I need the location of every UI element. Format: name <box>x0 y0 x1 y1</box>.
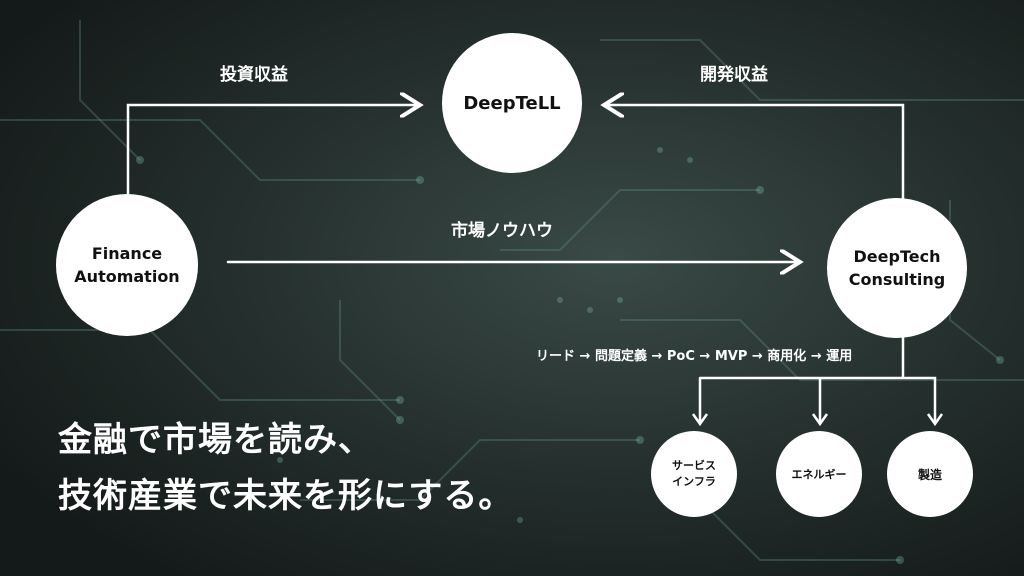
node-energy: エネルギー <box>776 431 862 517</box>
arrow-development <box>604 105 905 202</box>
node-energy-label: エネルギー <box>791 468 847 481</box>
node-service-line1: サービス <box>672 458 716 472</box>
node-service-infra: サービス インフラ <box>651 431 737 517</box>
tagline-line2: 技術産業で未来を形にする。 <box>58 476 514 516</box>
node-finance-line2: Automation <box>74 267 180 286</box>
branch-lines <box>698 336 937 424</box>
node-deeptell-label: DeepTeLL <box>463 92 561 114</box>
node-finance-line1: Finance <box>91 243 163 263</box>
arrow-investment <box>126 105 420 198</box>
node-deeptech-consulting: DeepTech Consulting <box>827 198 967 338</box>
node-deeptech-line1: DeepTech <box>853 246 941 266</box>
node-deeptell: DeepTeLL <box>442 33 582 173</box>
node-manufacturing: 製造 <box>887 431 973 517</box>
node-service-line2: インフラ <box>672 475 716 488</box>
label-market-knowhow: 市場ノウハウ <box>451 221 553 241</box>
label-development: 開発収益 <box>700 65 768 85</box>
node-manufacturing-label: 製造 <box>917 467 942 482</box>
node-finance-automation: Finance Automation <box>56 194 198 336</box>
label-process-flow: リード → 問題定義 → PoC → MVP → 商用化 → 運用 <box>536 349 853 364</box>
label-investment: 投資収益 <box>220 65 288 85</box>
tagline-line1: 金融で市場を読み、 <box>58 420 373 460</box>
node-deeptech-line2: Consulting <box>848 270 946 289</box>
